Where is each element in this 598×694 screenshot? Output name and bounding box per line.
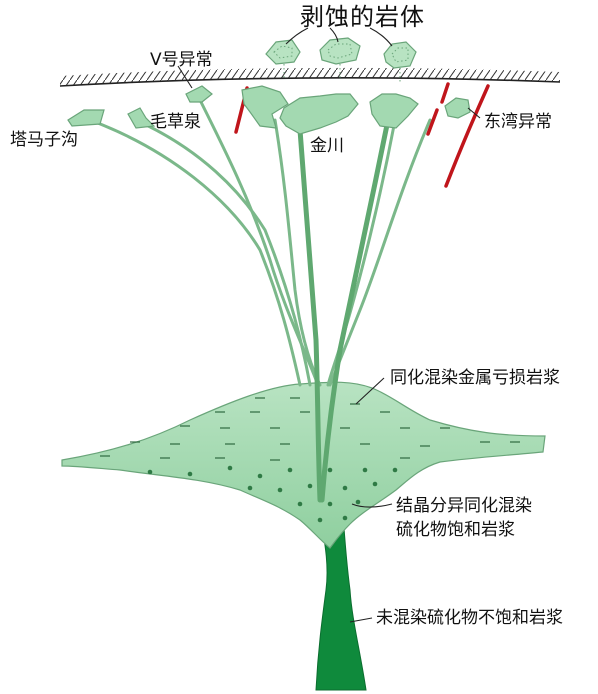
label-magma-mid-2: 硫化物饱和岩浆 xyxy=(396,522,515,539)
jinchuan-body-3 xyxy=(370,94,418,128)
jinchuan-body-1 xyxy=(242,86,288,128)
eroded-body-2 xyxy=(320,38,360,64)
label-tamazigou: 塔马子沟 xyxy=(10,132,78,149)
label-magma-mid-1: 结晶分异同化混染 xyxy=(396,498,532,515)
label-eroded-bodies: 剥蚀的岩体 xyxy=(300,5,425,29)
eroded-body-1 xyxy=(266,40,300,64)
tamazigou-body xyxy=(68,110,104,126)
jinchuan-body-2 xyxy=(280,94,358,134)
label-jinchuan: 金川 xyxy=(310,138,344,155)
eroded-body-3 xyxy=(384,42,416,68)
feeder-conduits xyxy=(90,100,430,385)
label-magma-root: 未混染硫化物不饱和岩浆 xyxy=(376,610,563,627)
label-v-anomaly: V号异常 xyxy=(150,52,213,69)
label-maocaoquan: 毛草泉 xyxy=(150,114,201,131)
label-magma-upper: 同化混染金属亏损岩浆 xyxy=(390,370,560,387)
ground-surface xyxy=(60,68,560,86)
dongwan-body xyxy=(445,98,470,118)
v-anomaly-body xyxy=(186,86,212,102)
label-dongwan: 东湾异常 xyxy=(484,114,552,131)
intrusions xyxy=(68,86,470,134)
